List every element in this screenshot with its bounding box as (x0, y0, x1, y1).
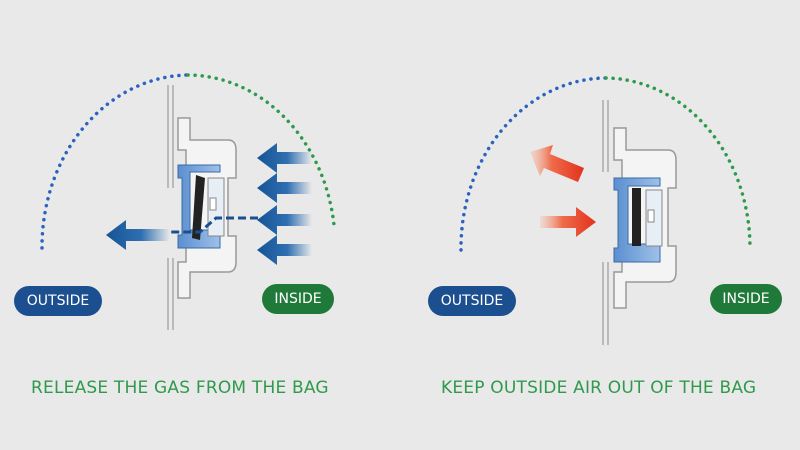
left-outgoing-arrow-icon (106, 220, 170, 250)
right-outside-badge: OUTSIDE (428, 286, 516, 316)
right-incoming-air-arrow-icon (540, 207, 596, 237)
left-bag-wall (167, 85, 174, 330)
right-caption: KEEP OUTSIDE AIR OUT OF THE BAG (441, 378, 757, 398)
left-inside-badge: INSIDE (262, 284, 334, 314)
left-caption: RELEASE THE GAS FROM THE BAG (31, 378, 329, 398)
left-outside-arc (40, 73, 190, 250)
left-flow-path (170, 216, 258, 234)
left-incoming-arrows-icon (257, 143, 312, 265)
right-blocked-air-arrow-icon (530, 145, 584, 182)
right-valve (613, 127, 677, 309)
left-outside-badge: OUTSIDE (14, 286, 102, 316)
left-inside-arc (186, 73, 336, 227)
left-valve (177, 117, 237, 299)
right-inside-badge: INSIDE (710, 284, 782, 314)
right-bag-wall (602, 100, 609, 345)
